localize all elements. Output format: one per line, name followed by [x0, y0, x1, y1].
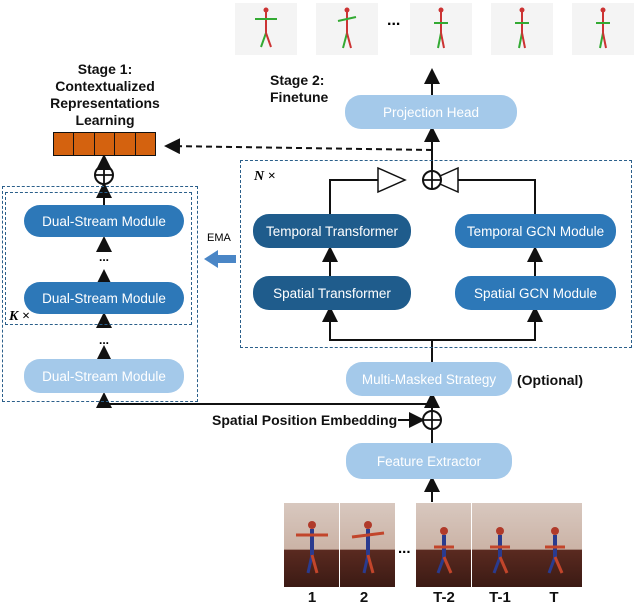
skeleton-output-3	[410, 3, 472, 55]
n-times-label: N ×	[254, 169, 276, 184]
frame-label-t-2: T-2	[433, 589, 455, 606]
ema-arrow	[204, 250, 236, 268]
skeleton-output-2	[316, 3, 378, 55]
dual-stream-module-bottom: Dual-Stream Module	[24, 359, 184, 393]
optional-label: (Optional)	[517, 372, 584, 388]
ema-label: EMA	[207, 232, 231, 244]
video-frame-t-2	[416, 503, 471, 587]
video-frame-2	[340, 503, 395, 587]
frame-label-t-1: T-1	[489, 589, 511, 606]
top-bus-left	[329, 179, 378, 214]
line-embedding-to-left	[104, 403, 433, 411]
stage1-outer-box	[2, 186, 198, 402]
left-vdots-1: ...	[99, 250, 110, 264]
frame-label-t: T	[549, 589, 559, 606]
temporal-gcn-module: Temporal GCN Module	[455, 214, 616, 248]
dual-stream-module-top: Dual-Stream Module	[24, 205, 184, 237]
stage2-title: Stage 2: Finetune	[270, 72, 329, 105]
outputs-ellipsis: ...	[387, 12, 401, 29]
spatial-gcn-module: Spatial GCN Module	[455, 276, 616, 310]
frames-ellipsis: ...	[398, 540, 411, 557]
stage1-k-box	[5, 192, 192, 325]
token-sequence	[53, 132, 156, 156]
frame-label-1: 1	[307, 589, 317, 606]
skeleton-output-5	[572, 3, 634, 55]
video-frame-t	[527, 503, 582, 587]
gate-right	[429, 166, 459, 194]
k-times-label: K ×	[9, 309, 30, 324]
spatial-position-embedding-label: Spatial Position Embedding	[212, 412, 398, 428]
temporal-transformer: Temporal Transformer	[253, 214, 411, 248]
skeleton-output-4	[491, 3, 553, 55]
left-vdots-2: ...	[99, 333, 110, 347]
multi-masked-strategy: Multi-Masked Strategy	[346, 362, 512, 396]
skeleton-output-1	[235, 3, 297, 55]
spatial-transformer: Spatial Transformer	[253, 276, 411, 310]
frame-label-2: 2	[359, 589, 369, 606]
stage2-repeat-box	[240, 160, 632, 348]
stage1-title: Stage 1: Contextualized Representations …	[50, 61, 160, 128]
dual-stream-module-mid: Dual-Stream Module	[24, 282, 184, 314]
gate-left	[377, 166, 407, 194]
video-frame-t-1	[472, 503, 527, 587]
projection-head: Projection Head	[345, 95, 517, 129]
top-bus-right	[458, 179, 536, 214]
video-frame-1	[284, 503, 339, 587]
feature-extractor: Feature Extractor	[346, 443, 512, 479]
dashed-arrow-to-tokens	[164, 138, 433, 155]
